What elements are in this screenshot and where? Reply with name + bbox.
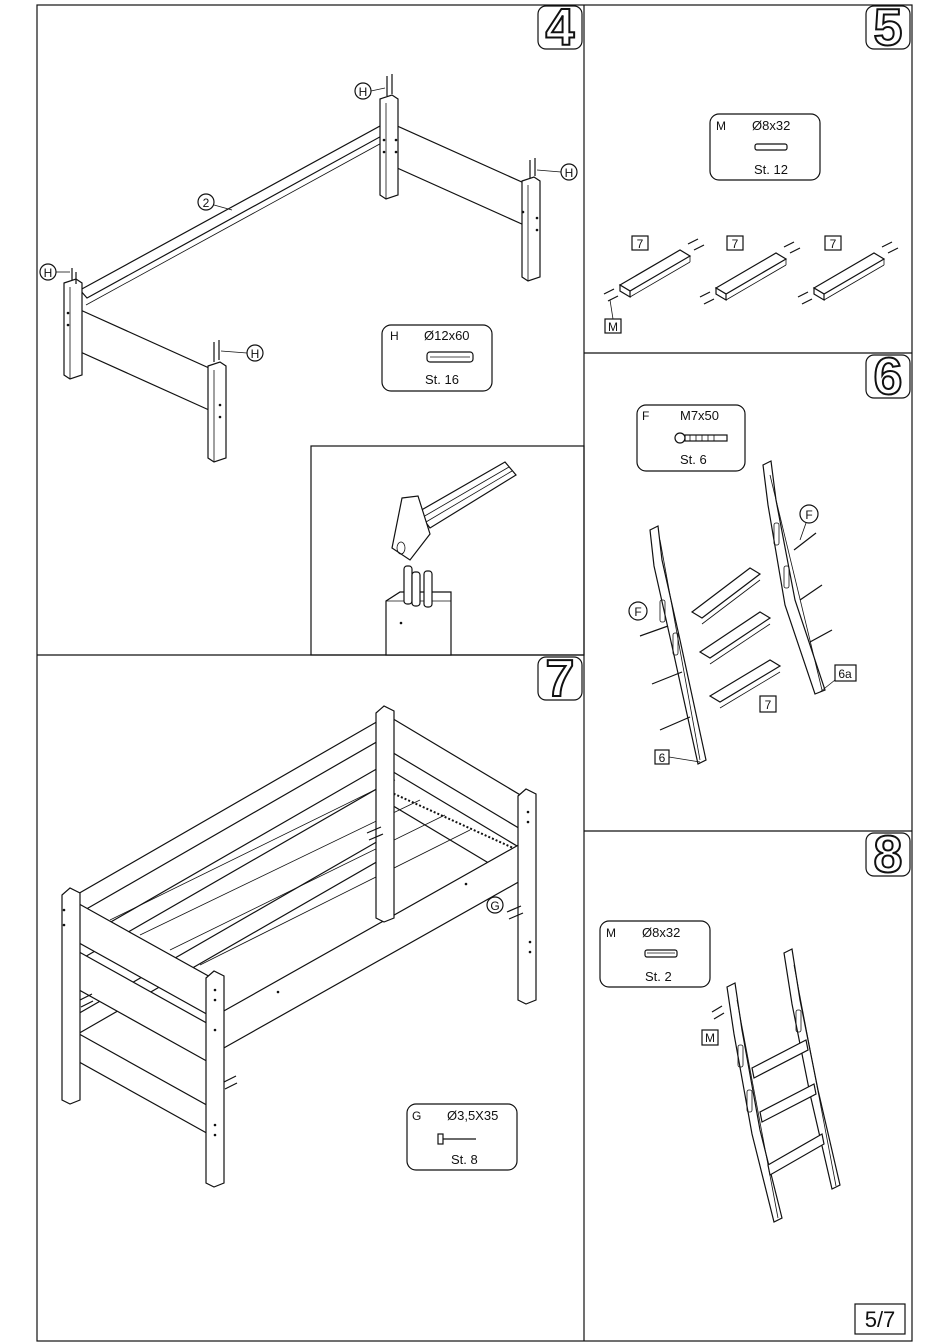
- hammer-icon: [392, 462, 516, 560]
- svg-text:G: G: [490, 899, 499, 913]
- dowel-icon: [404, 566, 432, 607]
- hardware-box-g: G Ø3,5X35 St. 8: [407, 1104, 517, 1170]
- label-m: M: [605, 300, 621, 334]
- rung: [716, 253, 786, 300]
- rung: [692, 568, 760, 624]
- page-number: 5/7: [855, 1304, 905, 1334]
- svg-text:5: 5: [874, 0, 903, 57]
- svg-text:Ø8x32: Ø8x32: [752, 118, 790, 133]
- svg-text:H: H: [251, 347, 260, 361]
- rung: [752, 1040, 808, 1078]
- svg-text:F: F: [805, 508, 812, 522]
- svg-text:F: F: [642, 409, 649, 423]
- bed-post: [206, 971, 224, 1187]
- callout-h: H: [355, 83, 385, 99]
- label-7: 7: [727, 236, 743, 251]
- svg-text:St. 6: St. 6: [680, 452, 707, 467]
- svg-text:M7x50: M7x50: [680, 408, 719, 423]
- svg-text:7: 7: [546, 650, 575, 708]
- svg-text:6a: 6a: [838, 667, 852, 681]
- svg-text:M: M: [608, 320, 618, 334]
- svg-text:Ø3,5X35: Ø3,5X35: [447, 1108, 498, 1123]
- callout-f: F: [800, 505, 818, 540]
- svg-text:G: G: [412, 1109, 421, 1123]
- hardware-box-m-step5: M Ø8x32 St. 12: [710, 114, 820, 180]
- dowel-icon: [755, 144, 787, 150]
- step-7-number: 7: [538, 650, 582, 708]
- svg-text:4: 4: [546, 0, 575, 57]
- bed-post: [62, 888, 80, 1104]
- svg-text:7: 7: [830, 237, 837, 251]
- svg-text:H: H: [565, 166, 574, 180]
- rung: [700, 612, 770, 664]
- svg-text:H: H: [390, 329, 399, 343]
- label-7: 7: [760, 696, 776, 712]
- bed-post: [208, 362, 226, 462]
- svg-text:F: F: [634, 605, 641, 619]
- svg-text:2: 2: [203, 196, 210, 210]
- svg-text:H: H: [44, 266, 53, 280]
- label-6a: 6a: [820, 665, 856, 692]
- svg-text:7: 7: [732, 237, 739, 251]
- step-5-number: 5: [866, 0, 910, 57]
- screw-icon: [675, 433, 727, 443]
- label-m: M: [702, 1030, 718, 1045]
- hardware-box-f: F M7x50 St. 6: [637, 405, 745, 471]
- callout-h: H: [537, 164, 577, 180]
- label-6: 6: [655, 750, 700, 765]
- bed-post: [64, 279, 82, 379]
- rung: [620, 250, 690, 297]
- callout-2: 2: [198, 194, 232, 210]
- svg-text:7: 7: [637, 237, 644, 251]
- rung: [814, 253, 884, 300]
- svg-text:St. 2: St. 2: [645, 969, 672, 984]
- svg-text:M: M: [705, 1031, 715, 1045]
- bed-post: [380, 95, 398, 199]
- svg-text:St. 16: St. 16: [425, 372, 459, 387]
- rung: [760, 1084, 816, 1122]
- callout-f: F: [629, 602, 647, 620]
- svg-text:Ø12x60: Ø12x60: [424, 328, 470, 343]
- dowel-icon: [645, 950, 677, 957]
- step-6-ladder-drawing: F F 6 6a 7: [629, 461, 856, 765]
- step-8-ladder-drawing: M: [702, 949, 840, 1222]
- hammer-detail-inset: [311, 446, 584, 655]
- svg-text:St. 8: St. 8: [451, 1152, 478, 1167]
- step-4-bed-frame-drawing: H H H H 2: [40, 74, 577, 462]
- step-6-number: 6: [866, 348, 910, 406]
- rung: [768, 1134, 824, 1175]
- svg-text:H: H: [359, 85, 368, 99]
- hardware-box-m-step8: M Ø8x32 St. 2: [600, 921, 710, 987]
- callout-h: H: [221, 345, 263, 361]
- bed-post: [376, 706, 394, 922]
- step-4-number: 4: [538, 0, 582, 57]
- callout-g: G: [487, 897, 503, 913]
- svg-text:M: M: [606, 926, 616, 940]
- dowel-icon: [427, 352, 473, 362]
- svg-text:6: 6: [659, 751, 666, 765]
- callout-h: H: [40, 264, 70, 280]
- step-5-ladder-rungs: 7 7 7 M: [604, 236, 898, 334]
- svg-text:St. 12: St. 12: [754, 162, 788, 177]
- hardware-box-h: H Ø12x60 St. 16: [382, 325, 492, 391]
- svg-text:Ø8x32: Ø8x32: [642, 925, 680, 940]
- svg-text:7: 7: [765, 698, 772, 712]
- label-7: 7: [825, 236, 841, 251]
- svg-text:8: 8: [874, 826, 903, 884]
- svg-text:5/7: 5/7: [865, 1307, 896, 1332]
- svg-text:M: M: [716, 119, 726, 133]
- svg-text:6: 6: [874, 348, 903, 406]
- label-7: 7: [632, 236, 648, 251]
- step-8-number: 8: [866, 826, 910, 884]
